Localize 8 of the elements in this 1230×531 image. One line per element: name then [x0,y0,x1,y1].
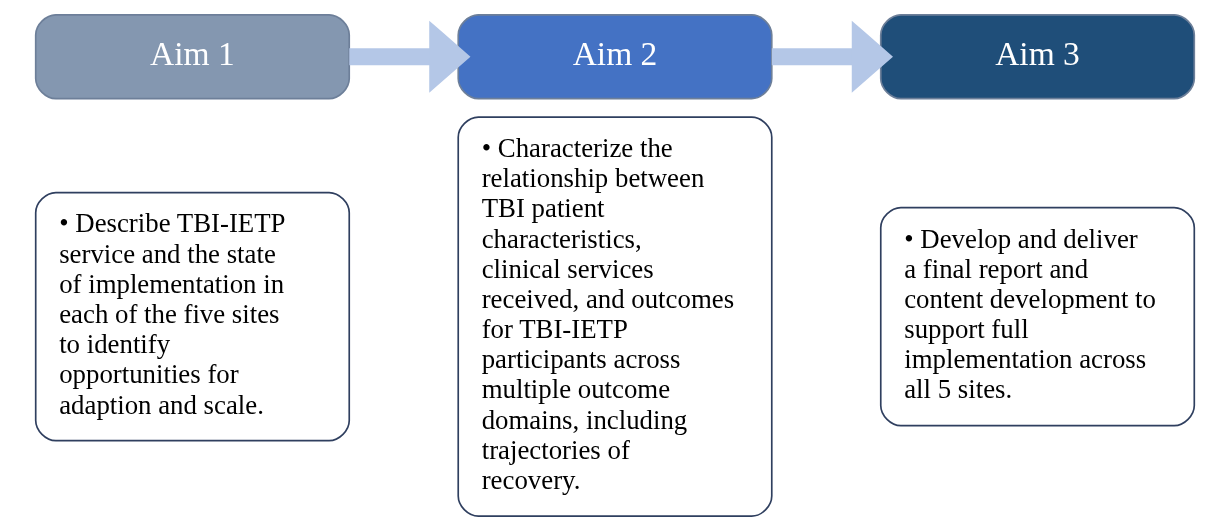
arrow [349,20,471,93]
node-box: • Develop and deliver a final report and content development to support full implementation across all 5 sites. [879,206,1196,427]
node-box: • Characterize the relationship between TBI patient characteristics, clinical services received, and outcomes for TBI-IETP participants across multiple outcome domains, including trajectories of recovery. [457,116,773,517]
node-box: • Describe TBI-IETP service and the state of implementation in each of the five sites to identify opportunities for adaption and scale. [34,191,351,442]
node-box: Aim 3 [879,14,1196,100]
arrow [771,20,893,93]
node-box: Aim 1 [34,14,351,100]
node-box: Aim 2 [457,14,773,100]
